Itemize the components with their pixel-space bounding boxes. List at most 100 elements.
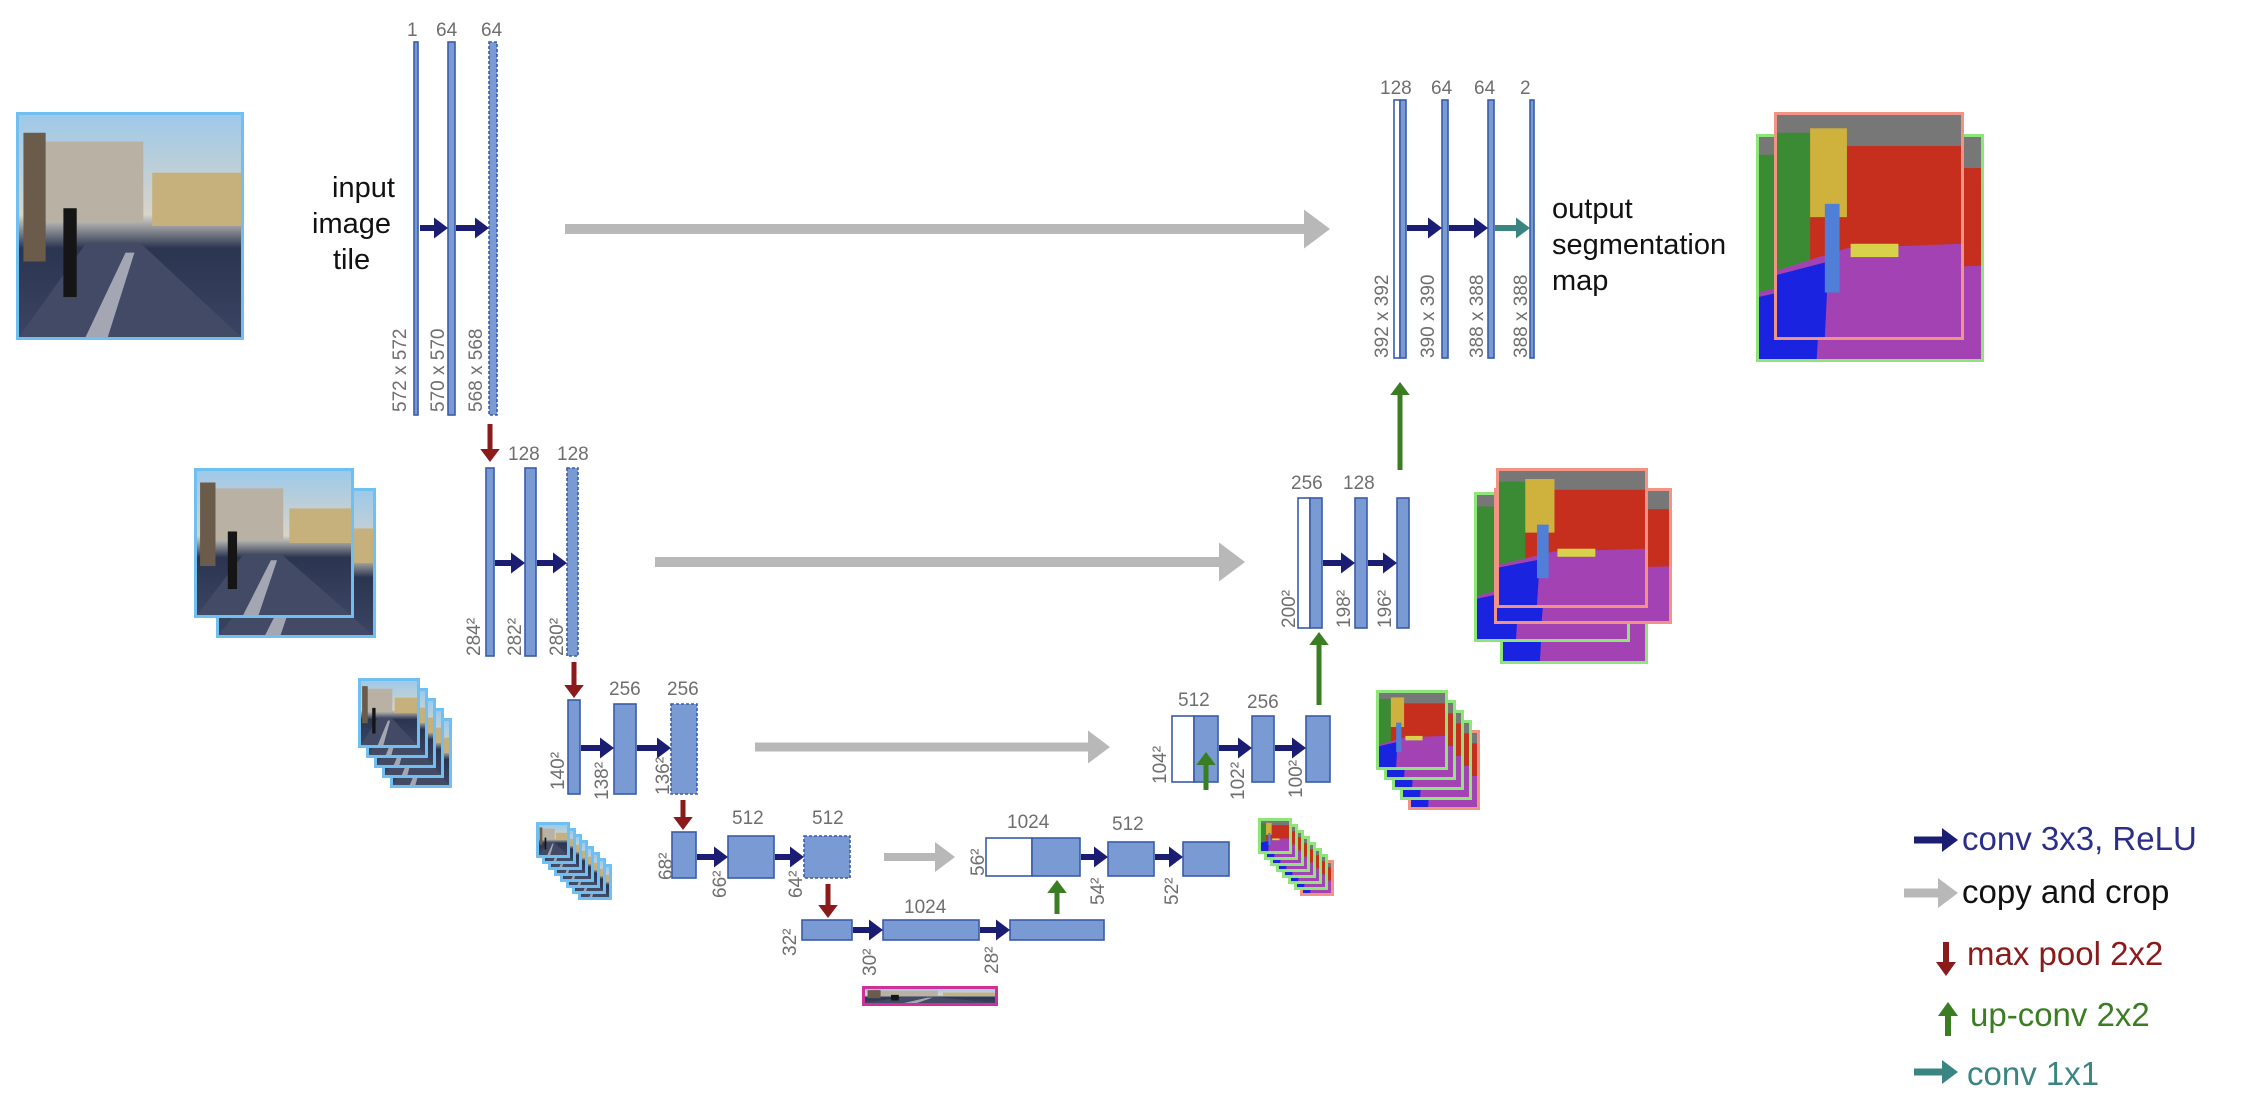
feature-map-block	[1354, 497, 1368, 629]
arrow-head	[996, 919, 1010, 941]
legend-copy-label: copy and crop	[1962, 873, 2170, 910]
size-label: 392 x 392	[1372, 274, 1393, 358]
arrow-head	[818, 905, 838, 918]
size-label: 280²	[547, 617, 568, 656]
arrow-head	[1390, 382, 1410, 395]
output-label-line2: segmentation	[1552, 229, 1727, 261]
copy-crop-arrow	[755, 730, 1110, 764]
feature-map-block	[1309, 497, 1323, 629]
size-label: 388 x 388	[1511, 274, 1532, 358]
feature-map-block	[613, 703, 637, 795]
copy-crop-arrows	[565, 209, 1330, 872]
feature-map-block	[447, 41, 456, 416]
arrow-head	[1238, 737, 1252, 759]
channel-count: 512	[732, 808, 764, 829]
feature-map-block	[524, 467, 537, 657]
image-stacks	[16, 112, 1984, 1006]
arrow-head	[1383, 552, 1397, 574]
feature-map-block	[801, 919, 853, 941]
input-image-stack	[194, 468, 376, 638]
size-label: 66²	[710, 870, 731, 898]
size-label: 284²	[464, 617, 485, 656]
feature-map-block	[882, 919, 980, 941]
arrow-head	[1516, 217, 1530, 239]
size-label: 102²	[1228, 761, 1249, 800]
feature-map-block	[413, 41, 419, 416]
output-map-stack	[1376, 690, 1480, 810]
size-label: 196²	[1375, 589, 1396, 628]
feature-map-block	[1251, 715, 1275, 783]
input-image-stack	[358, 678, 452, 788]
feature-map-block	[485, 467, 495, 657]
conv-arrow	[697, 846, 728, 868]
channel-count: 2	[1520, 78, 1531, 99]
size-label: 32²	[780, 928, 801, 956]
input-image-stack	[536, 822, 612, 900]
arrow-head	[1047, 880, 1067, 893]
copy-crop-arrow	[655, 542, 1245, 582]
feature-map-block	[1441, 99, 1449, 359]
channel-count: 128	[1380, 78, 1412, 99]
feature-map-block	[670, 703, 698, 795]
street-photo-icon	[19, 115, 241, 337]
feature-map-block	[1529, 99, 1535, 359]
arrow-head	[553, 552, 567, 574]
conv-arrow	[853, 919, 883, 941]
size-label: 100²	[1286, 759, 1307, 798]
arrow-head	[1304, 209, 1330, 249]
size-label: 54²	[1088, 877, 1109, 905]
conv-arrow	[495, 552, 525, 574]
channel-count: 1024	[904, 897, 947, 918]
conv-arrow	[1219, 737, 1252, 759]
legend-up-label: up-conv 2x2	[1970, 996, 2150, 1033]
size-label: 568 x 568	[466, 328, 487, 412]
legend-conv-label: conv 3x3, ReLU	[1962, 820, 2197, 857]
street-photo-icon	[865, 989, 995, 1003]
feature-map-block	[567, 699, 581, 795]
size-label: 390 x 390	[1418, 274, 1439, 358]
segmentation-map-icon	[1777, 115, 1961, 337]
arrow-head	[1428, 217, 1442, 239]
feature-map-block	[1182, 841, 1230, 877]
arrow-head	[600, 737, 614, 759]
channel-count: 256	[1291, 473, 1323, 494]
input-label-line2: image	[312, 208, 391, 240]
copy-crop-arrow	[565, 209, 1330, 249]
feature-map-block	[1031, 837, 1081, 877]
arrow-head	[935, 842, 955, 872]
conv-arrow	[1155, 846, 1183, 868]
conv-arrow	[1407, 217, 1442, 239]
size-label: 138²	[592, 761, 613, 800]
feature-map-block	[1009, 919, 1105, 941]
channel-count: 128	[557, 444, 589, 465]
arrow-head	[511, 552, 525, 574]
segmentation-map-icon	[1379, 693, 1445, 767]
up-conv-arrow	[1390, 382, 1410, 470]
channel-count: 512	[1178, 690, 1210, 711]
conv-arrow	[1495, 217, 1530, 239]
arrow-head	[1088, 730, 1110, 764]
size-label: 198²	[1334, 589, 1355, 628]
size-label: 572 x 572	[390, 328, 411, 412]
size-label: 200²	[1279, 589, 1300, 628]
arrow-head	[1219, 542, 1245, 582]
size-label: 570 x 570	[428, 328, 449, 412]
feature-map-block	[1399, 99, 1407, 359]
arrow-head	[564, 685, 584, 698]
up-conv-arrow	[1196, 752, 1216, 790]
channel-count: 256	[1247, 692, 1279, 713]
conv-arrow	[1081, 846, 1108, 868]
max-pool-arrow	[673, 800, 693, 830]
channel-count: 64	[481, 20, 503, 41]
arrow-head	[657, 737, 671, 759]
channel-count: 1	[407, 20, 418, 41]
input-label-line1: input	[332, 172, 395, 204]
arrow-head	[1474, 217, 1488, 239]
size-label: 56²	[968, 848, 989, 876]
arrow-head	[1938, 1002, 1958, 1016]
segmentation-map-icon	[1499, 471, 1645, 605]
arrow-head	[1942, 828, 1958, 852]
size-label: 104²	[1150, 745, 1171, 784]
legend-arrows	[1904, 828, 1958, 1084]
